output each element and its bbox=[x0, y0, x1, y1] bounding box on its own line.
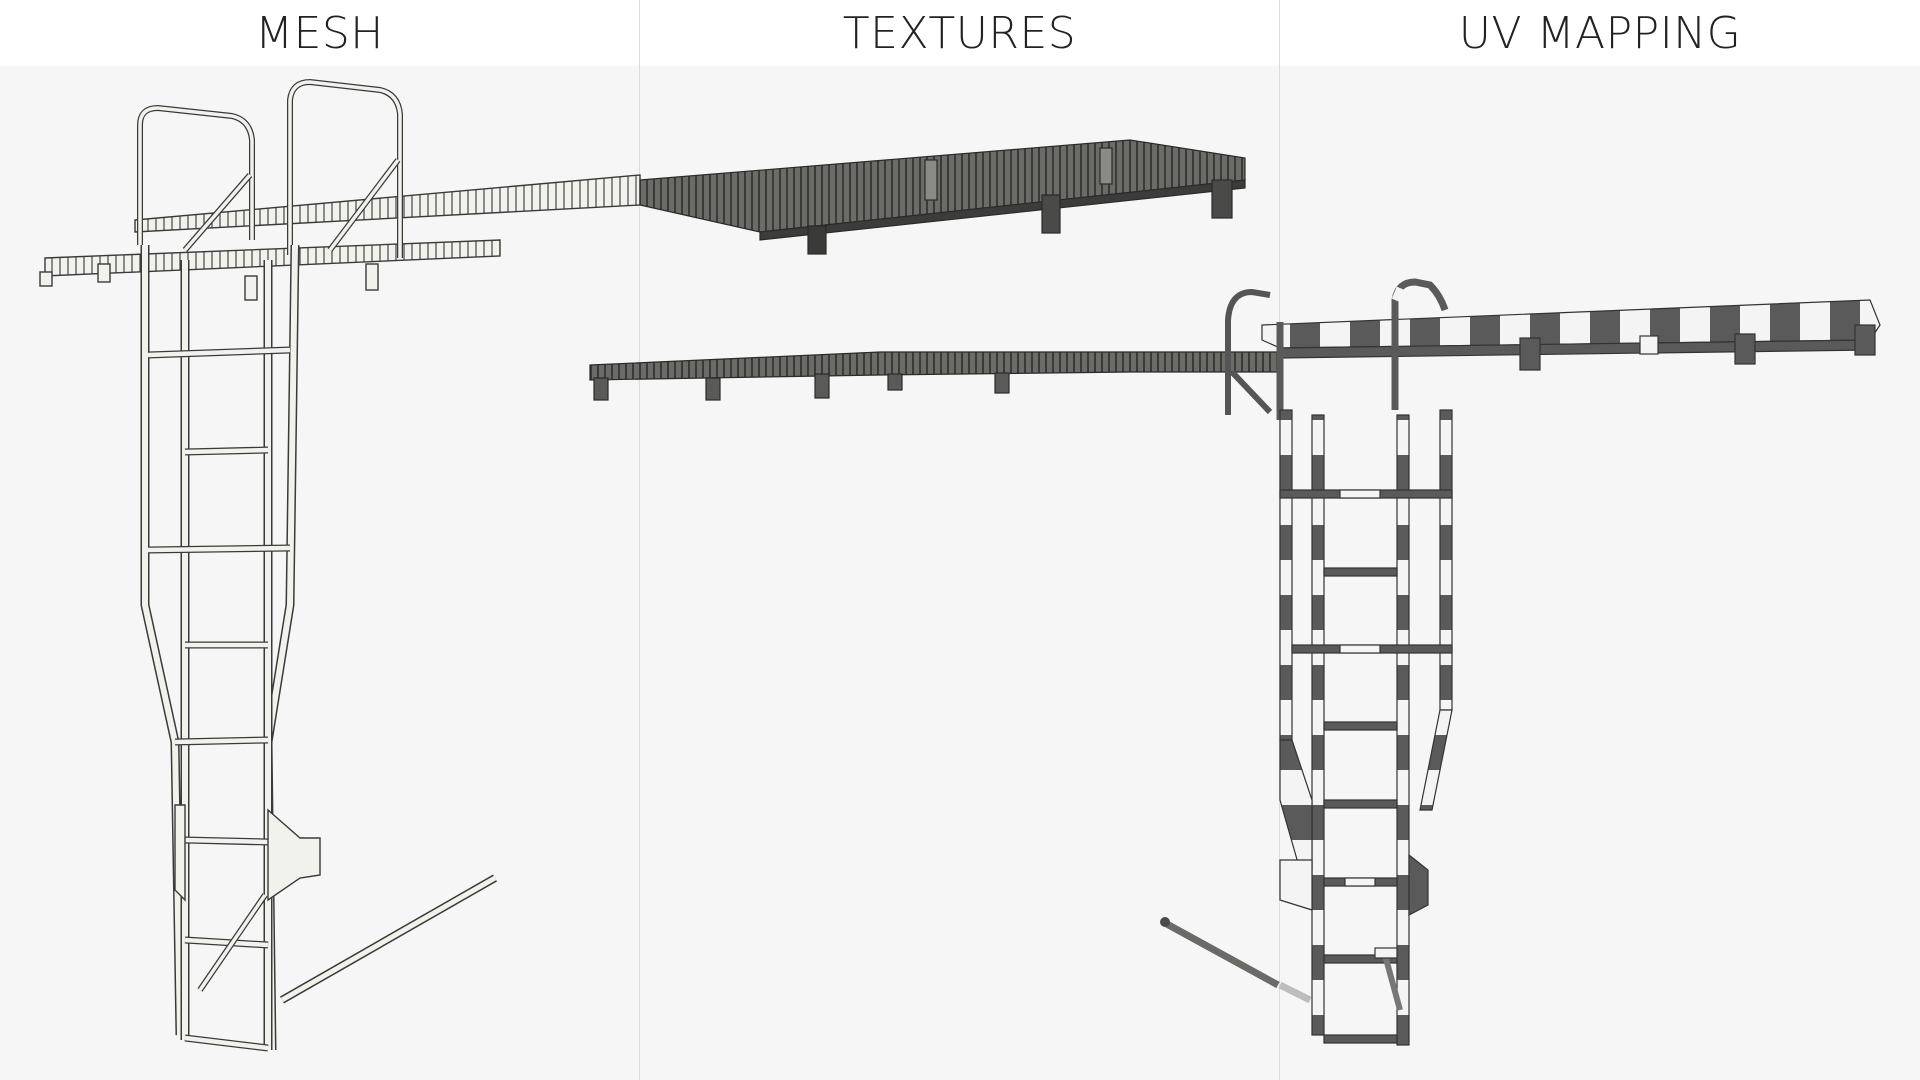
textured-strut bbox=[1160, 917, 1280, 989]
uv-mapped-strut bbox=[1278, 981, 1312, 1004]
panel-header-mesh: MESH bbox=[0, 0, 639, 66]
textured-model bbox=[589, 139, 1281, 401]
uv-mapped-model bbox=[1261, 278, 1881, 1046]
mesh-model bbox=[39, 78, 641, 1052]
panel-title-textures: TEXTURES bbox=[842, 7, 1077, 59]
panel-uv-mapping: UV MAPPING bbox=[1280, 0, 1920, 1080]
panel-header-textures: TEXTURES bbox=[640, 0, 1279, 66]
panel-title-mesh: MESH bbox=[255, 7, 384, 59]
panel-mesh: MESH bbox=[0, 0, 639, 1080]
panel-header-uv-mapping: UV MAPPING bbox=[1280, 0, 1920, 66]
panel-divider bbox=[639, 0, 640, 1080]
panel-title-uv-mapping: UV MAPPING bbox=[1458, 7, 1742, 59]
textured-rail-hoop bbox=[1225, 288, 1273, 415]
